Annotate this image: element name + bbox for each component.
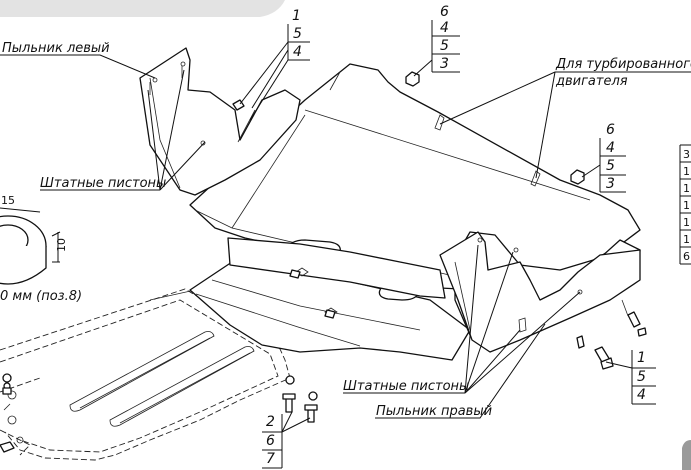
label-turbo-line1: Для турбированного	[555, 57, 691, 72]
callout-bc-3: 7	[266, 451, 275, 467]
label-dust-left: Пыльник левый	[2, 41, 110, 56]
leader-lines	[0, 20, 691, 469]
callout-mr-1: 6	[606, 122, 615, 138]
callout-mr-3: 5	[606, 158, 615, 174]
dust-shield-right	[439, 231, 641, 353]
table-cell-0: 3	[683, 148, 690, 161]
table-cell-4: 1	[683, 216, 690, 229]
callout-tc-2: 4	[440, 20, 449, 36]
table-cell-6: 6	[683, 250, 690, 263]
corner-tab	[682, 440, 691, 470]
callout-bc-2: 6	[266, 433, 275, 449]
dust-shield-left	[139, 47, 301, 196]
table-cell-1: 1	[683, 165, 690, 178]
callout-mr-2: 4	[606, 140, 615, 156]
header-tab	[0, 0, 285, 17]
callout-tc-1: 6	[440, 4, 449, 20]
callout-br-1: 1	[637, 350, 646, 366]
label-turbo-line2: двигателя	[555, 74, 628, 89]
dim-height-label: 10	[55, 238, 68, 252]
callout-tl-2: 5	[293, 26, 302, 42]
callout-br-3: 4	[637, 387, 646, 403]
dim-small-label: 15	[1, 194, 15, 207]
label-dust-right: Пыльник правый	[376, 404, 492, 419]
table-cell-5: 1	[683, 233, 690, 246]
callout-br-2: 5	[637, 369, 646, 385]
fasteners	[0, 71, 647, 453]
callout-tl-3: 4	[293, 44, 302, 60]
label-pistons-bottom: Штатные пистоны	[343, 379, 469, 394]
parts-table-partial: 3 1 1 1 1 1 6	[679, 144, 691, 265]
table-cell-3: 1	[683, 199, 690, 212]
callout-tc-4: 3	[440, 56, 449, 72]
spacer-pos8: 15 10 0 мм (поз.8)	[0, 194, 82, 304]
callout-tl-1: 1	[292, 8, 301, 24]
callout-mr-4: 3	[606, 176, 615, 192]
spacer-caption: 0 мм (поз.8)	[0, 289, 82, 304]
table-cell-2: 1	[683, 182, 690, 195]
label-pistons-left: Штатные пистоны	[40, 176, 166, 191]
callout-bc-1: 2	[266, 414, 275, 430]
callout-tc-3: 5	[440, 38, 449, 54]
